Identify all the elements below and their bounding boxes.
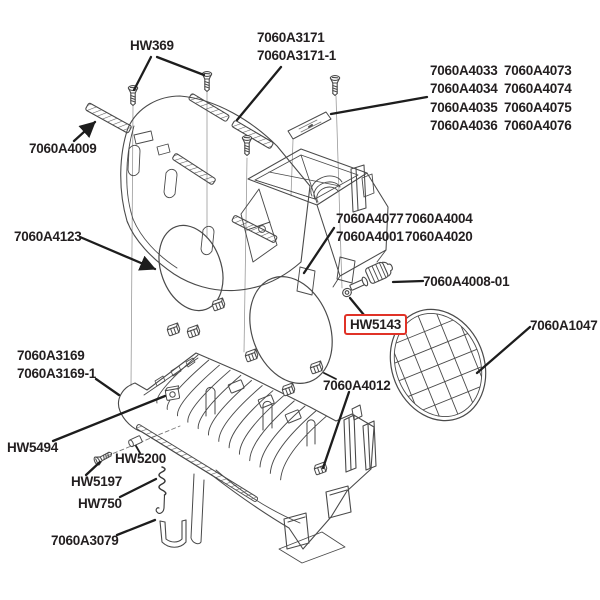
callout-row: 7060A4034 7060A4074: [430, 80, 572, 98]
mounting-clips: [165, 297, 329, 476]
rail-7060A3171: [188, 93, 230, 122]
assembly-axis-lines: [130, 91, 343, 387]
part-number: 7060A4076: [504, 118, 572, 134]
top-cover-shell: [120, 95, 311, 292]
leader-lines: [51, 55, 532, 537]
screw-on-cover: [241, 135, 253, 157]
spacer-hw5200: [128, 435, 143, 448]
screw-axis-dashed: [106, 425, 181, 457]
bottom-housing-shell: [117, 352, 377, 564]
part-number: 7060A4001: [336, 229, 404, 245]
callout-group-middle: 7060A40777060A4004 7060A40017060A4020: [336, 210, 473, 247]
callout-row: 7060A40777060A4004: [336, 210, 473, 228]
rail-7060A3171-1: [231, 120, 274, 149]
bracket-7060A3079: [159, 519, 187, 548]
callout-row: 7060A40017060A4020: [336, 228, 473, 246]
callout-7060A3079: 7060A3079: [51, 533, 119, 548]
spring-hw750: [155, 466, 167, 514]
callout-7060A1047: 7060A1047: [530, 318, 598, 333]
callout-7060A4123: 7060A4123: [14, 229, 82, 244]
callout-7060A3169-line1: 7060A3169: [17, 348, 85, 363]
callout-7060A3171-line2: 7060A3171-1: [257, 48, 337, 64]
part-number: 7060A4077: [336, 211, 404, 226]
lens-center: [249, 276, 333, 384]
callout-row: 7060A4033 7060A4073: [430, 62, 572, 80]
screw-hw369-1: [127, 85, 139, 107]
part-number: 7060A4004: [405, 211, 473, 226]
square-nut-hw5494: [164, 385, 181, 401]
screw-top-right: [329, 75, 341, 97]
focus-knob-7060A4008-01: [342, 261, 393, 298]
rail-lower-face: [231, 215, 278, 243]
part-number: 7060A4034: [430, 81, 498, 97]
callout-row: 7060A4035 7060A4075: [430, 99, 572, 117]
callout-group-top-right: 7060A4033 7060A4073 7060A4034 7060A4074 70…: [430, 62, 572, 136]
callout-7060A3171-line1: 7060A3171: [257, 30, 325, 45]
callout-hw5197: HW5197: [71, 474, 123, 489]
part-number: 7060A4073: [504, 63, 572, 78]
grid-lens-7060A1047: [379, 300, 497, 430]
part-number: 7060A4075: [504, 99, 572, 115]
callout-row: 7060A4036 7060A4076: [430, 117, 572, 135]
callout-hw5143-highlighted: HW5143: [344, 314, 408, 335]
callout-7060A3169-line2: 7060A3169-1: [17, 366, 97, 382]
callout-7060A4012: 7060A4012: [323, 378, 391, 393]
callout-7060A4009: 7060A4009: [29, 141, 97, 156]
part-number: 7060A4033: [430, 63, 498, 78]
callout-hw369: HW369: [130, 38, 174, 53]
rear-frame-assembly: [240, 148, 389, 296]
clip-7060A4012: [308, 360, 325, 375]
callout-7060A3171: 7060A3171 7060A3171-1: [257, 29, 336, 66]
part-number: 7060A4036: [430, 118, 498, 134]
callout-hw5200: HW5200: [115, 451, 167, 466]
bottom-sheet: [278, 531, 346, 564]
rail-7060A4009: [85, 102, 132, 134]
part-number: 7060A4020: [405, 229, 473, 245]
screw-hw5197: [92, 448, 115, 467]
rail-front-face: [172, 153, 216, 185]
callout-hw750: HW750: [78, 496, 122, 511]
callout-7060A4008-01: 7060A4008-01: [423, 274, 510, 289]
callout-hw5494: HW5494: [7, 440, 59, 455]
gasket-strip: [135, 424, 259, 502]
label-plate: [287, 111, 332, 140]
part-number: 7060A4035: [430, 99, 498, 115]
callout-7060A3169: 7060A3169 7060A3169-1: [17, 347, 96, 384]
part-number: 7060A4074: [504, 81, 572, 97]
lens-7060A4123: [158, 224, 224, 312]
